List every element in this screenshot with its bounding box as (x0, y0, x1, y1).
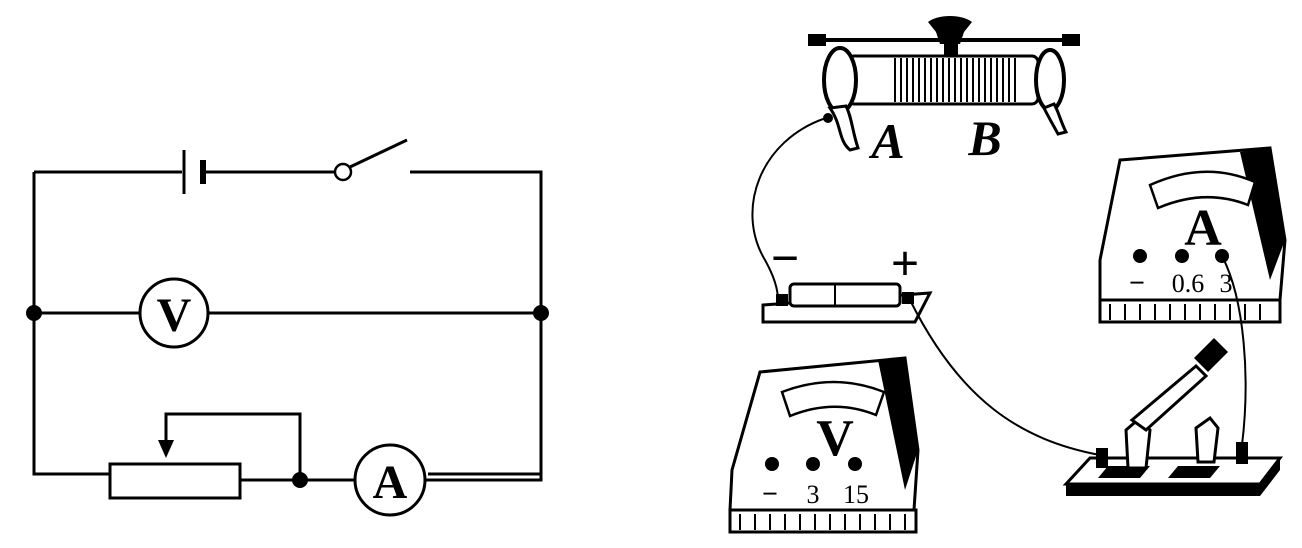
rheostat-terminal-a-label: A (868, 113, 904, 169)
wire-ammeter-switch (1221, 255, 1247, 446)
wire-left-side (32, 172, 110, 476)
voltmeter-device-letter: V (816, 410, 854, 467)
battery-symbol (182, 150, 206, 194)
wire-right-side (410, 170, 543, 476)
ammeter-terminal-3: 3 (1220, 269, 1233, 298)
circuit-schematic: V A (26, 138, 549, 517)
voltmeter-terminal-negative: − (762, 479, 778, 510)
rheostat-symbol (108, 412, 302, 500)
switch-symbol (333, 138, 408, 182)
junction-left (26, 305, 42, 321)
junction-right (533, 305, 549, 321)
battery-holder (761, 282, 933, 324)
sliding-rheostat (808, 16, 1080, 152)
knife-switch (1062, 338, 1284, 496)
wire-ammeter-right (425, 474, 543, 482)
ammeter-terminal-0-6: 0.6 (1172, 269, 1205, 298)
wire-rheostat-battery (751, 117, 827, 301)
ammeter-symbol: A (353, 443, 427, 517)
ammeter-device (1098, 146, 1287, 324)
wire-battery-switch (909, 299, 1101, 456)
ammeter-device-letter: A (1184, 200, 1222, 257)
voltmeter-device (728, 356, 920, 534)
voltmeter-terminal-15: 15 (843, 480, 869, 509)
battery-negative-label: − (771, 230, 800, 286)
ammeter-symbol-label: A (373, 456, 408, 509)
voltmeter-symbol: V (138, 277, 210, 349)
ammeter-terminal-negative: − (1129, 268, 1145, 299)
battery-positive-label: + (891, 235, 920, 291)
rheostat-terminal-b-label: B (967, 110, 1001, 166)
apparatus-drawing: A B − + (728, 16, 1287, 534)
voltmeter-symbol-label: V (157, 289, 192, 342)
voltmeter-terminal-3: 3 (807, 480, 820, 509)
